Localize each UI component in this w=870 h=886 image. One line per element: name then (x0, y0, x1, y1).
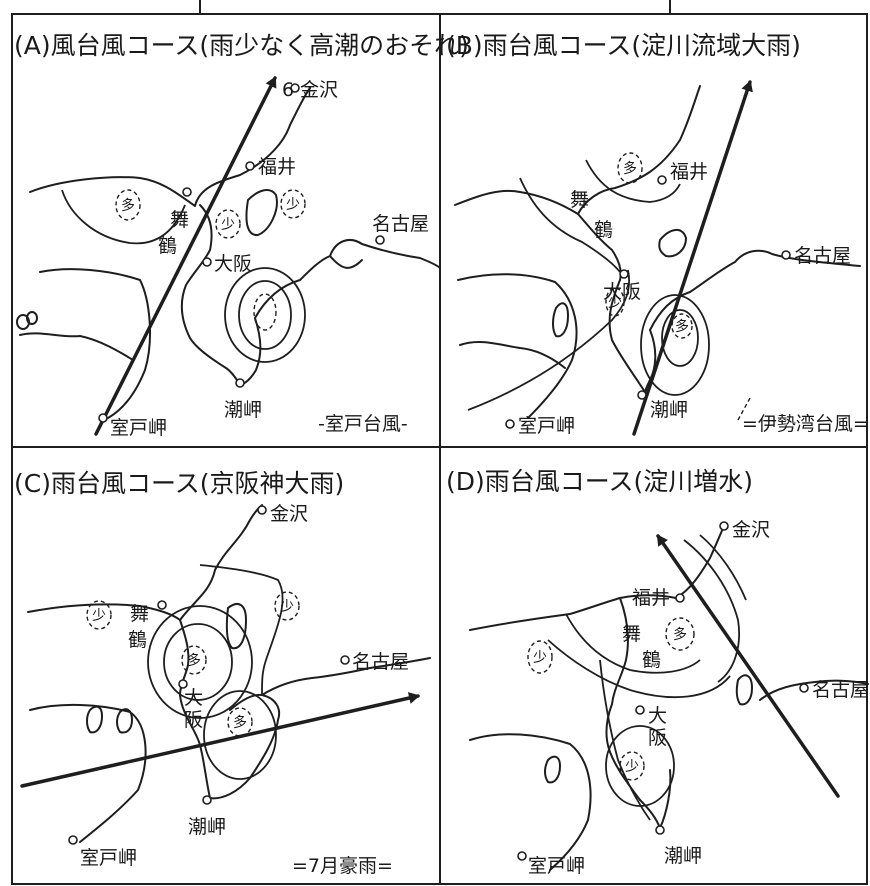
panel-c-track-arrow (20, 692, 420, 788)
panel-b-label-murotomisaki: 室戸岬 (518, 415, 575, 437)
panel-d-label-shionomisaki: 潮岬 (664, 845, 702, 867)
panel-d-coastline (469, 525, 725, 631)
panel-c: (C)雨台風コース(京阪神大雨) 金沢 舞 鶴 大 阪 名古屋 潮岬 室戸岬 少… (14, 469, 431, 877)
panel-b-note: =伊勢湾台風= (742, 413, 869, 435)
panel-d-mark-3: 少 (625, 759, 639, 775)
diagram-frame (11, 0, 868, 885)
panel-c-mark-4: 多 (233, 714, 247, 731)
panel-a-mark-1: 多 (121, 197, 135, 214)
panel-b-label-shionomisaki: 潮岬 (650, 399, 688, 421)
panel-c-label-murotomisaki: 室戸岬 (80, 847, 137, 869)
panel-d-label-nagoya: 名古屋 (812, 679, 869, 701)
panel-b-label-fukui: 福井 (670, 161, 708, 183)
panel-b-label-maizuru-2: 鶴 (594, 219, 613, 241)
panel-b-mark-3: 多 (675, 318, 689, 335)
panel-a-label-osaka: 大阪 (214, 253, 252, 275)
panel-c-label-maizuru-1: 舞 (130, 603, 149, 625)
panel-a-label-kanazawa: 金沢 (300, 79, 338, 101)
panel-a-mark-2: 少 (221, 217, 235, 233)
panel-b-track-arrow (632, 80, 753, 436)
panel-a-label-murotomisaki: 室戸岬 (110, 417, 167, 439)
panel-a-label-nagoya: 名古屋 (372, 213, 429, 235)
panel-a-mark-3: 少 (286, 197, 300, 213)
panel-a-label-shionomisaki: 潮岬 (224, 399, 262, 421)
panel-a-note: -室戸台風- (318, 413, 408, 435)
panel-a: (A)風台風コース(雨少なく高潮のおそれ) 金沢 福井 舞 鶴 大阪 名古屋 潮… (14, 31, 469, 439)
panel-a-label-maizuru-2: 鶴 (158, 235, 177, 257)
panel-d-label-fukui: 福井 (632, 587, 670, 609)
panel-b: (B)雨台風コース(淀川流域大雨) 福井 舞 鶴 大阪 名古屋 潮岬 室戸岬 多… (446, 31, 869, 437)
panel-d-title: (D)雨台風コース(淀川増水) (446, 467, 753, 496)
panel-c-label-nagoya: 名古屋 (352, 651, 409, 673)
panel-c-mark-2: 少 (280, 599, 294, 615)
panel-a-mark-4: 6 (282, 79, 294, 101)
panel-d-track-arrow (656, 534, 840, 798)
panel-d-label-kanazawa: 金沢 (732, 519, 770, 541)
panel-b-label-nagoya: 名古屋 (794, 245, 851, 267)
panel-b-mark-1: 多 (623, 160, 637, 177)
panel-b-label-maizuru-1: 舞 (570, 189, 589, 211)
panel-d-label-maizuru-2: 鶴 (642, 649, 661, 671)
panel-c-label-kanazawa: 金沢 (270, 503, 308, 525)
panel-a-label-fukui: 福井 (258, 156, 296, 178)
panel-d-label-osaka-1: 大 (648, 705, 667, 727)
panel-d-label-osaka-2: 阪 (648, 727, 667, 749)
panel-c-label-shionomisaki: 潮岬 (188, 816, 226, 838)
panel-c-mark-3: 多 (187, 652, 201, 669)
panel-c-label-osaka-1: 大 (184, 687, 203, 709)
panel-c-label-osaka-2: 阪 (184, 709, 203, 731)
panel-a-coastline (29, 87, 311, 207)
panel-c-note: =7月豪雨= (292, 855, 393, 877)
panel-a-label-maizuru-1: 舞 (170, 209, 189, 231)
panel-b-mark-2: 少 (608, 295, 622, 311)
panel-d-mark-1: 少 (533, 650, 547, 666)
panel-a-title: (A)風台風コース(雨少なく高潮のおそれ) (14, 31, 469, 60)
panel-c-mark-1: 少 (92, 608, 106, 624)
panel-b-coastline (454, 85, 701, 215)
panel-d-label-maizuru-1: 舞 (622, 623, 641, 645)
panel-a-track-arrow (94, 76, 277, 436)
panel-d-mark-2: 多 (673, 626, 687, 643)
panel-d: (D)雨台風コース(淀川増水) 金沢 福井 舞 鶴 大 阪 名古屋 潮岬 室戸岬… (446, 467, 869, 877)
panel-b-title: (B)雨台風コース(淀川流域大雨) (446, 31, 801, 60)
panel-b-label-osaka: 大阪 (603, 281, 641, 303)
panel-c-label-maizuru-2: 鶴 (128, 629, 147, 651)
panel-d-label-murotomisaki: 室戸岬 (528, 855, 585, 877)
panel-c-title: (C)雨台風コース(京阪神大雨) (14, 469, 344, 498)
